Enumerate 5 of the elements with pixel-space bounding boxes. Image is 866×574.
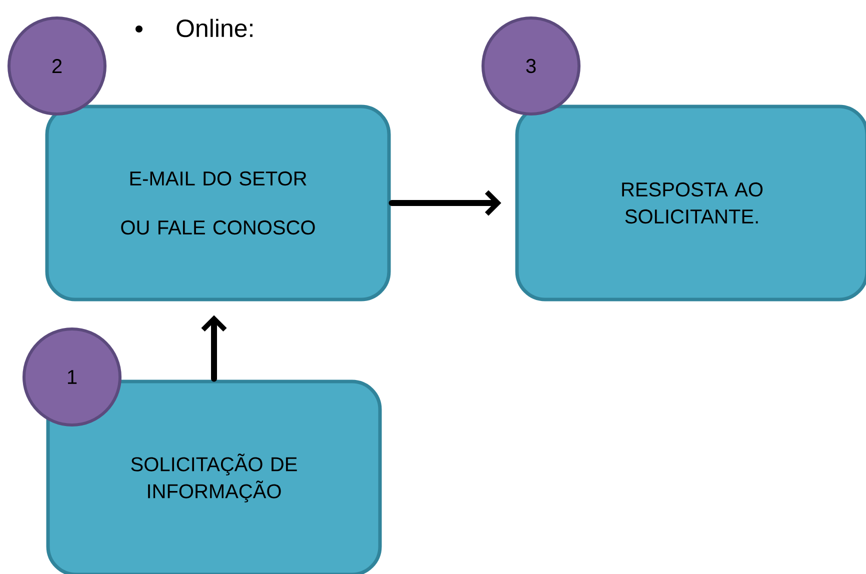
arrow (201, 315, 227, 382)
arrow (388, 190, 502, 216)
list-item: Online: (176, 18, 252, 38)
process-box: RESPOSTA AO SOLICITANTE. (515, 104, 866, 302)
process-box: E-MAIL DO SETOR OU FALE CONOSCO (45, 104, 391, 302)
